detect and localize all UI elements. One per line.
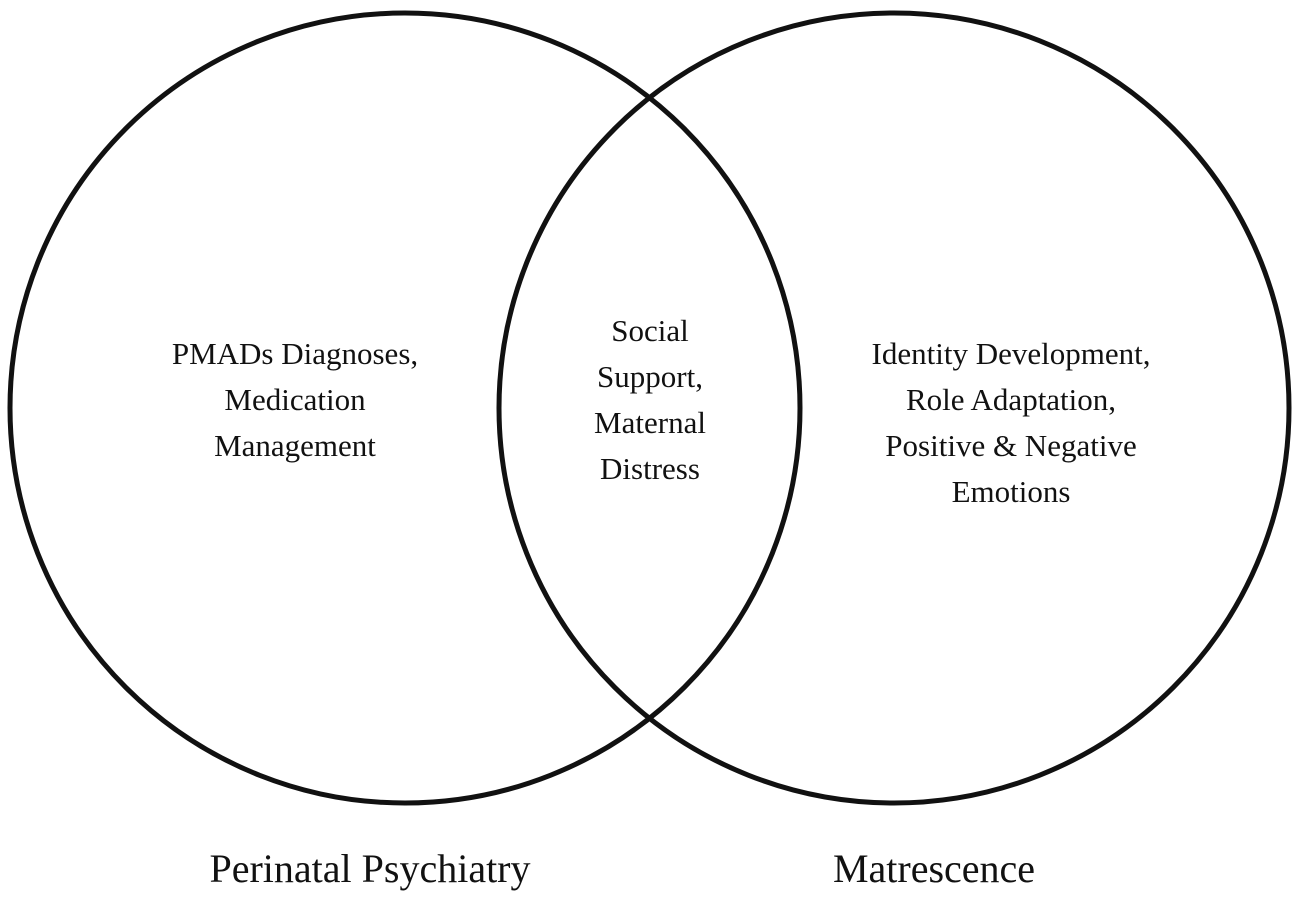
matrescence-label: Matrescence <box>832 846 1036 891</box>
matrescence-line: Role Adaptation, <box>905 382 1117 417</box>
overlap-region-text: Social Support, Maternal Distress <box>540 308 760 492</box>
matrescence-line: Positive & Negative <box>885 428 1137 463</box>
perinatal-psychiatry-region-text: PMADs Diagnoses, Medication Management <box>110 331 480 469</box>
matrescence-circle <box>496 10 1292 806</box>
overlap-line: Support, <box>597 359 703 394</box>
perinatal-psychiatry-line: Management <box>214 428 376 463</box>
matrescence-region-text: Identity Development, Role Adaptation, P… <box>830 331 1192 515</box>
matrescence-line: Emotions <box>951 474 1071 509</box>
perinatal-psychiatry-line: Medication <box>224 382 366 417</box>
overlap-line: Social <box>611 313 689 348</box>
overlap-line: Distress <box>600 451 700 486</box>
overlap-line: Maternal <box>594 405 706 440</box>
matrescence-line: Identity Development, <box>871 336 1151 371</box>
perinatal-psychiatry-line: PMADs Diagnoses, <box>171 336 419 371</box>
perinatal-psychiatry-circle <box>7 10 803 806</box>
perinatal-psychiatry-label: Perinatal Psychiatry <box>209 846 531 891</box>
